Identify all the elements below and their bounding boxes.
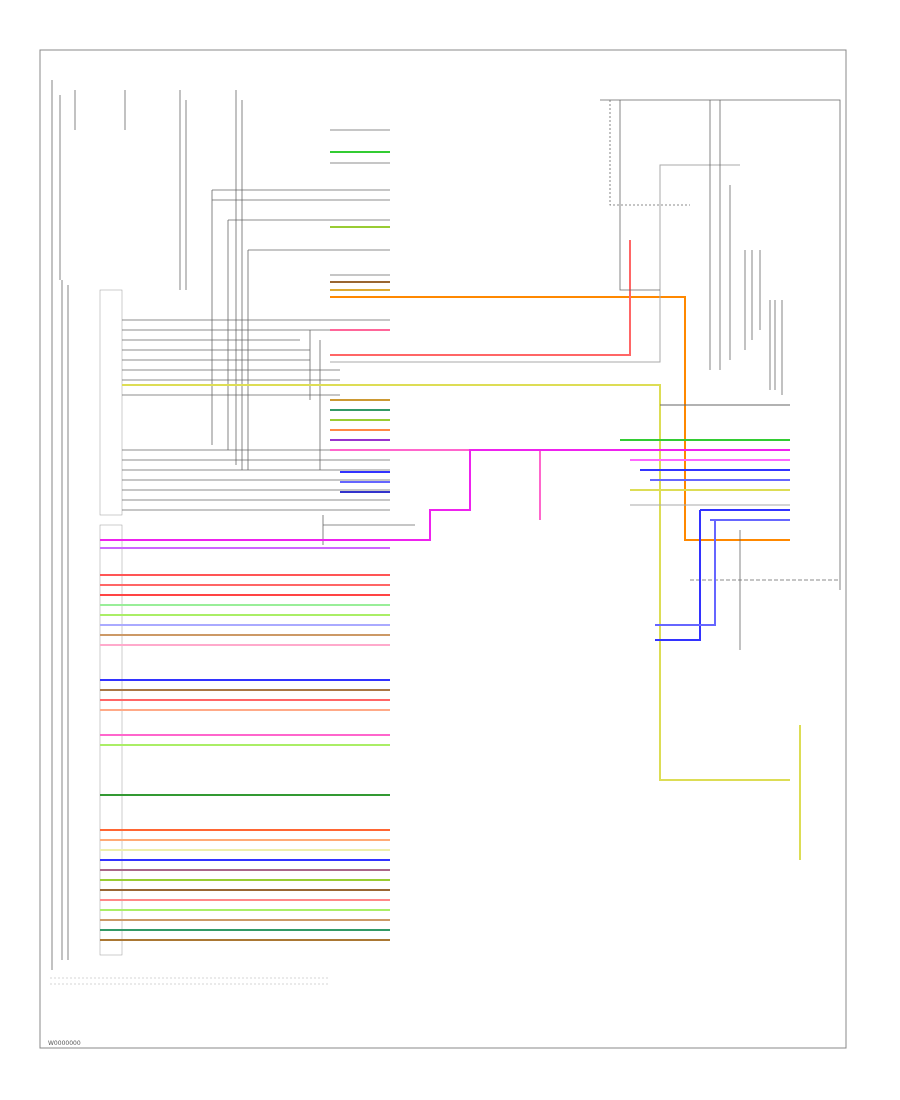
connector-block [99, 289, 123, 956]
upper-colored-wires [122, 151, 790, 781]
magenta-feed [100, 449, 790, 541]
bottom-dotted-lines [50, 977, 330, 985]
diagram-frame [39, 49, 847, 1049]
upper-gray-wires [122, 129, 415, 526]
left-trunk-lines [51, 80, 324, 970]
lower-colored-wires [100, 547, 390, 941]
right-harness [600, 99, 841, 860]
footer-code: W0000000 [48, 1040, 81, 1047]
